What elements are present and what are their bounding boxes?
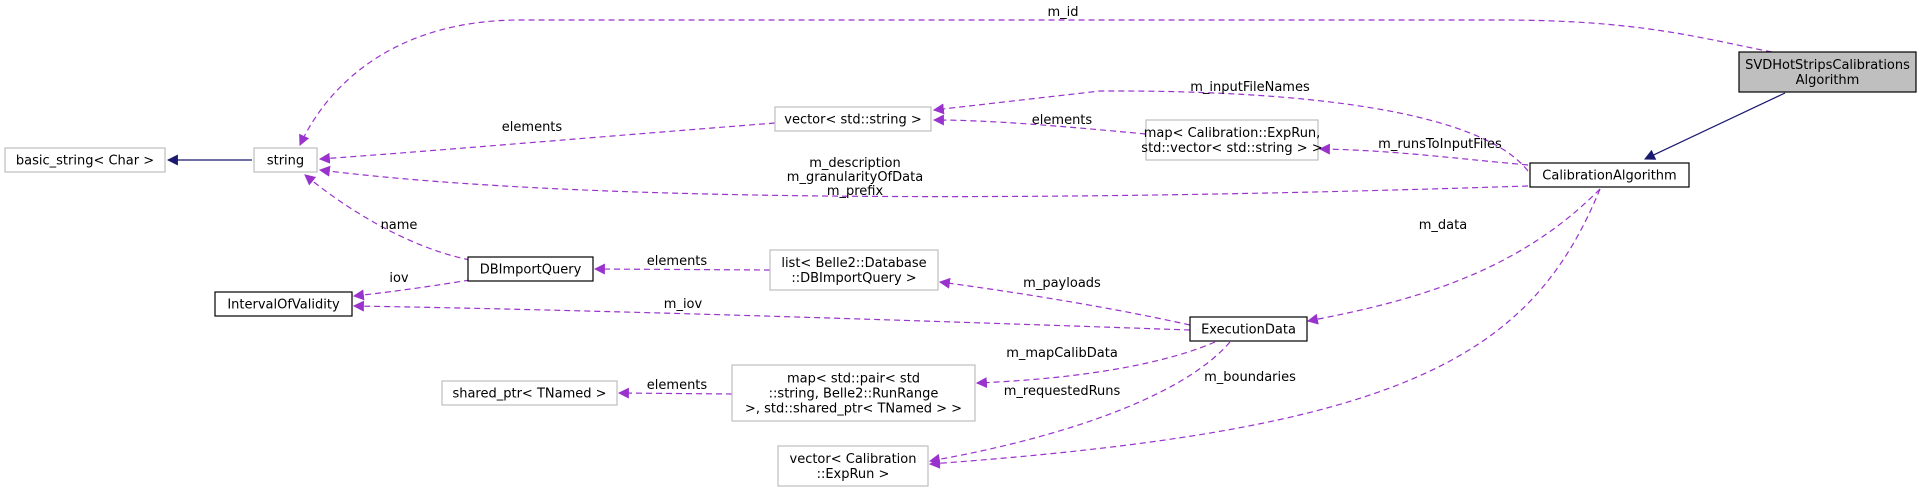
edge-label-iov: iov xyxy=(389,271,409,286)
edge-label-m_iov: m_iov xyxy=(664,297,703,312)
edge-label-m_description: m_granularityOfData xyxy=(787,170,923,185)
nodes-layer: SVDHotStripsCalibrationsAlgorithmCalibra… xyxy=(4,51,1917,487)
node-label-svd: Algorithm xyxy=(1796,73,1860,88)
node-box-calib xyxy=(1529,162,1690,188)
edge-label-m_payloads: m_payloads xyxy=(1023,276,1101,291)
edges-layer xyxy=(166,19,1786,469)
edge-label-m_description: m_prefix xyxy=(827,184,884,199)
edge-label-map-elements: elements xyxy=(1032,113,1093,128)
edge-label-m_description: m_description xyxy=(809,156,900,171)
node-label-iov: IntervalOfValidity xyxy=(227,298,340,313)
edge-label-m_data: m_data xyxy=(1419,218,1467,233)
node-shared-ptr: shared_ptr< TNamed > xyxy=(441,380,618,406)
node-box-string xyxy=(253,147,318,173)
node-basic-string: basic_string< Char > xyxy=(4,147,166,173)
node-execdata[interactable]: ExecutionData xyxy=(1189,316,1308,342)
node-box-dbimport xyxy=(467,256,594,282)
node-label-calib: CalibrationAlgorithm xyxy=(1542,169,1676,184)
node-label-shared-ptr: shared_ptr< TNamed > xyxy=(452,387,606,402)
edge-label-shared-elements: elements xyxy=(647,378,708,393)
edge-m_id xyxy=(299,19,1773,146)
node-label-string: string xyxy=(267,154,304,169)
node-box-iov xyxy=(214,291,353,317)
edge-m_runsToInputFiles xyxy=(1318,143,1529,166)
node-box-svd xyxy=(1738,51,1917,93)
node-box-map-exprun xyxy=(1145,119,1319,161)
node-box-basic-string xyxy=(4,147,166,173)
edge-iov xyxy=(352,279,471,301)
node-vector-exprun: vector< Calibration::ExpRun > xyxy=(777,445,929,487)
node-box-vector-string xyxy=(774,106,932,132)
node-label-vector-exprun: ::ExpRun > xyxy=(817,467,890,482)
edge-m_boundaries xyxy=(928,188,1601,469)
node-label-list-db: list< Belle2::Database xyxy=(781,256,926,271)
node-calib[interactable]: CalibrationAlgorithm xyxy=(1529,162,1690,188)
node-label-vector-exprun: vector< Calibration xyxy=(790,452,917,467)
edge-list-elements xyxy=(593,263,771,275)
node-label-map-exprun: std::vector< std::string > > xyxy=(1141,141,1322,156)
node-label-map-pair: map< std::pair< std xyxy=(787,372,920,387)
edge-label-m_runsToInputFiles: m_runsToInputFiles xyxy=(1378,137,1502,152)
node-vector-string: vector< std::string > xyxy=(774,106,932,132)
edge-m_payloads xyxy=(938,277,1191,326)
edge-shared-elements xyxy=(617,387,733,399)
node-label-execdata: ExecutionData xyxy=(1201,323,1296,338)
edge-labels-layer: m_id m_inputFileNames elements elements m_ru… xyxy=(381,5,1502,399)
edge-label-vector-elements: elements xyxy=(502,120,563,135)
edge-m_description xyxy=(318,165,1529,198)
edge-map-elements xyxy=(932,114,1147,135)
node-label-vector-string: vector< std::string > xyxy=(784,113,921,128)
node-label-dbimport: DBImportQuery xyxy=(480,263,582,278)
edge-name xyxy=(304,174,471,261)
edge-m_iov xyxy=(352,300,1191,331)
node-label-list-db: ::DBImportQuery > xyxy=(791,271,916,286)
node-label-map-pair: >, std::shared_ptr< TNamed > > xyxy=(745,402,962,417)
node-box-shared-ptr xyxy=(441,380,618,406)
node-map-exprun: map< Calibration::ExpRun,std::vector< st… xyxy=(1141,119,1323,161)
edge-label-name: name xyxy=(381,218,418,233)
edge-vector-elements xyxy=(318,122,776,164)
edge-label-m_requestedRuns: m_requestedRuns xyxy=(1004,384,1121,399)
edge-label-m_boundaries: m_boundaries xyxy=(1204,370,1296,385)
node-box-vector-exprun xyxy=(777,445,929,487)
edge-svd-calib xyxy=(1644,92,1786,160)
node-label-svd: SVDHotStripsCalibrations xyxy=(1745,58,1910,73)
node-string: string xyxy=(253,147,318,173)
edge-label-m_mapCalibData: m_mapCalibData xyxy=(1006,346,1118,361)
edge-m_requestedRuns xyxy=(928,341,1231,465)
node-dbimport[interactable]: DBImportQuery xyxy=(467,256,594,282)
node-list-db: list< Belle2::Database::DBImportQuery > xyxy=(769,249,939,291)
node-box-list-db xyxy=(769,249,939,291)
node-label-map-exprun: map< Calibration::ExpRun, xyxy=(1144,126,1321,141)
node-label-map-pair: ::string, Belle2::RunRange xyxy=(769,387,939,402)
edge-label-m_id: m_id xyxy=(1047,5,1078,20)
edge-m_data xyxy=(1306,188,1601,325)
node-iov[interactable]: IntervalOfValidity xyxy=(214,291,353,317)
node-box-map-pair xyxy=(731,364,976,422)
edge-label-m_inputFileNames: m_inputFileNames xyxy=(1190,80,1310,95)
edge-m_mapCalibData xyxy=(975,341,1216,389)
node-label-basic-string: basic_string< Char > xyxy=(16,154,154,169)
edge-label-list-elements: elements xyxy=(647,254,708,269)
node-map-pair: map< std::pair< std::string, Belle2::Run… xyxy=(731,364,976,422)
node-box-execdata xyxy=(1189,316,1308,342)
edge-m_inputFileNames xyxy=(932,90,1529,172)
